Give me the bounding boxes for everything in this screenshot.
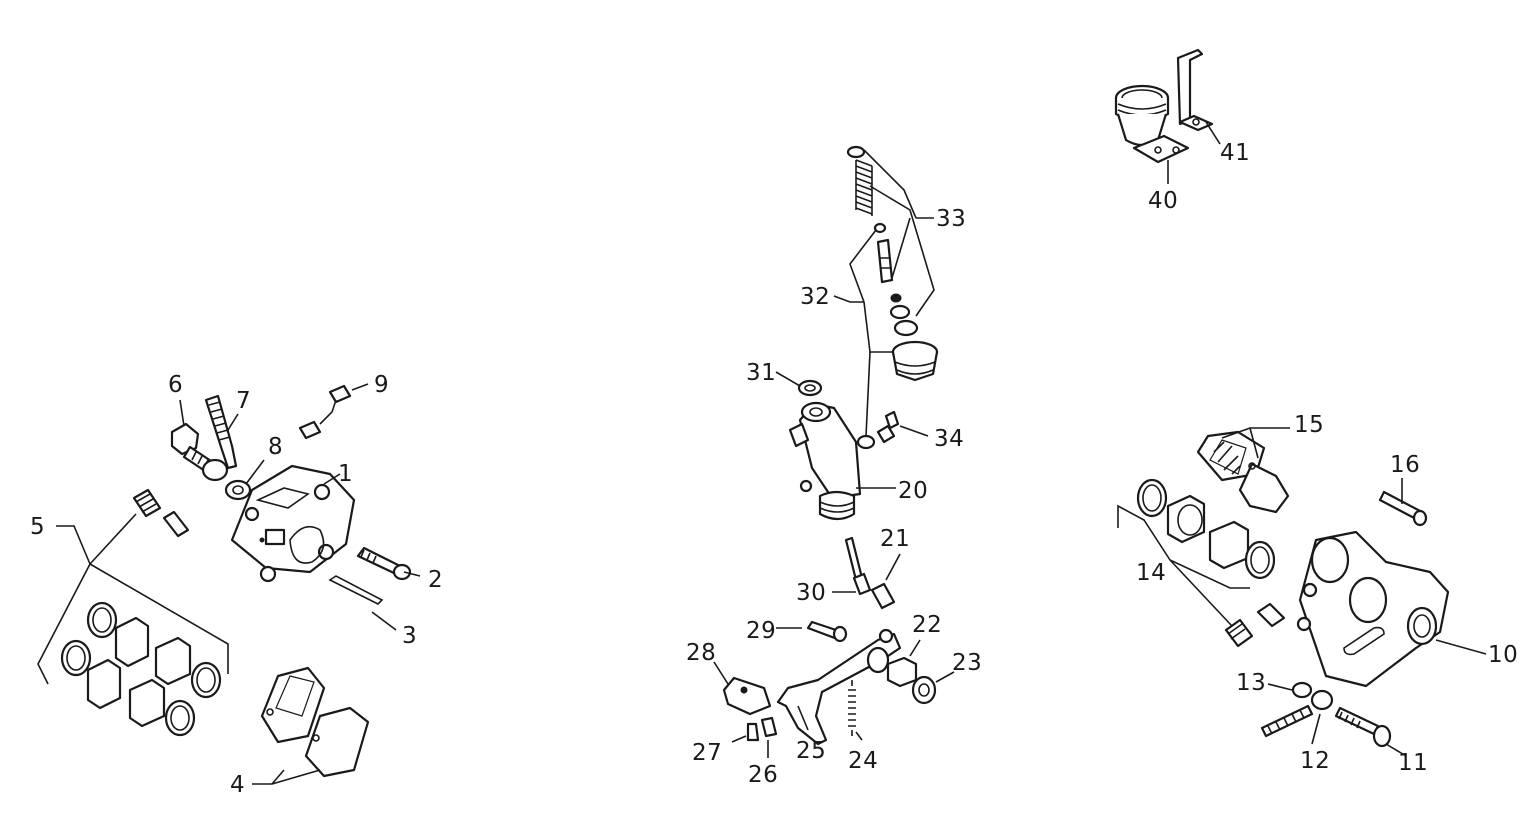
part-26-spring [760,716,778,738]
part-4-brake-pads [260,666,370,778]
label-12: 12 [1300,748,1330,774]
label-24: 24 [848,748,878,774]
label-11: 11 [1398,750,1428,776]
part-21-clevis [870,582,896,610]
part-15-rear-pads [1196,430,1290,514]
part-16-pin-bolt [1378,490,1428,527]
leaders-center [713,149,955,758]
label-9: 9 [374,372,389,398]
label-32: 32 [800,284,830,310]
part-33-piston-kit [846,145,919,337]
label-30: 30 [796,580,826,606]
part-3-retaining-pin [328,575,384,605]
front-caliper-group [37,383,421,785]
reservoir-group [1114,48,1221,184]
label-5: 5 [30,514,45,540]
label-31: 31 [746,360,776,386]
label-1: 1 [338,461,353,487]
part-13-washer [1291,681,1313,699]
part-25-brake-pedal [776,628,902,746]
part-9-clip [298,384,352,440]
label-33: 33 [936,206,966,232]
part-20-master-cylinder [788,401,862,521]
part-29-pivot-bolt [806,620,848,643]
label-26: 26 [748,762,778,788]
label-7: 7 [236,388,251,414]
caliper-seals-pistons-right [1136,478,1276,580]
label-16: 16 [1390,452,1420,478]
rear-caliper-group [1117,427,1487,757]
label-4: 4 [230,772,245,798]
part-31-washer [797,379,823,397]
part-28-pedal-bracket [722,676,772,716]
part-30-push-rod [844,536,872,596]
label-3: 3 [402,623,417,649]
part-11-banjo-bolt [1334,706,1392,748]
part-41-reservoir-bracket [1176,48,1214,132]
part-40-fluid-reservoir [1114,84,1190,164]
label-29: 29 [746,618,776,644]
master-cylinder-group [713,145,955,758]
leaders-left [37,383,421,785]
part-12-brake-hose [1260,689,1334,738]
label-22: 22 [912,612,942,638]
leaders-right [1117,427,1487,757]
label-23: 23 [952,650,982,676]
part-24-spring [848,680,856,736]
part-23-washer [911,675,937,705]
label-27: 27 [692,740,722,766]
caliper-seals-pistons-left [60,601,222,737]
label-40: 40 [1148,188,1178,214]
part-7-brake-hose [201,394,238,482]
part-5-bleeder-set [132,488,190,538]
label-34: 34 [934,426,964,452]
part-1-caliper-body [230,464,356,583]
callout-labels: 1 2 3 4 5 6 7 8 9 10 11 12 13 14 15 16 2… [30,140,1518,798]
part-22-bushing [886,656,918,688]
part-32-dust-boot [891,340,939,382]
label-20: 20 [898,478,928,504]
part-10-rear-caliper [1296,530,1450,688]
label-15: 15 [1294,412,1324,438]
label-10: 10 [1488,642,1518,668]
label-28: 28 [686,640,716,666]
label-41: 41 [1220,140,1250,166]
part-2-pin-bolt [356,546,412,581]
label-21: 21 [880,526,910,552]
label-25: 25 [796,738,826,764]
label-2: 2 [428,567,443,593]
part-27-pin [746,722,760,742]
label-6: 6 [168,372,183,398]
part-34-fitting [856,410,900,450]
part-8-washer [224,479,252,501]
label-14: 14 [1136,560,1166,586]
label-13: 13 [1236,670,1266,696]
label-8: 8 [268,434,283,460]
part-14-bleeder-set [1224,602,1286,648]
